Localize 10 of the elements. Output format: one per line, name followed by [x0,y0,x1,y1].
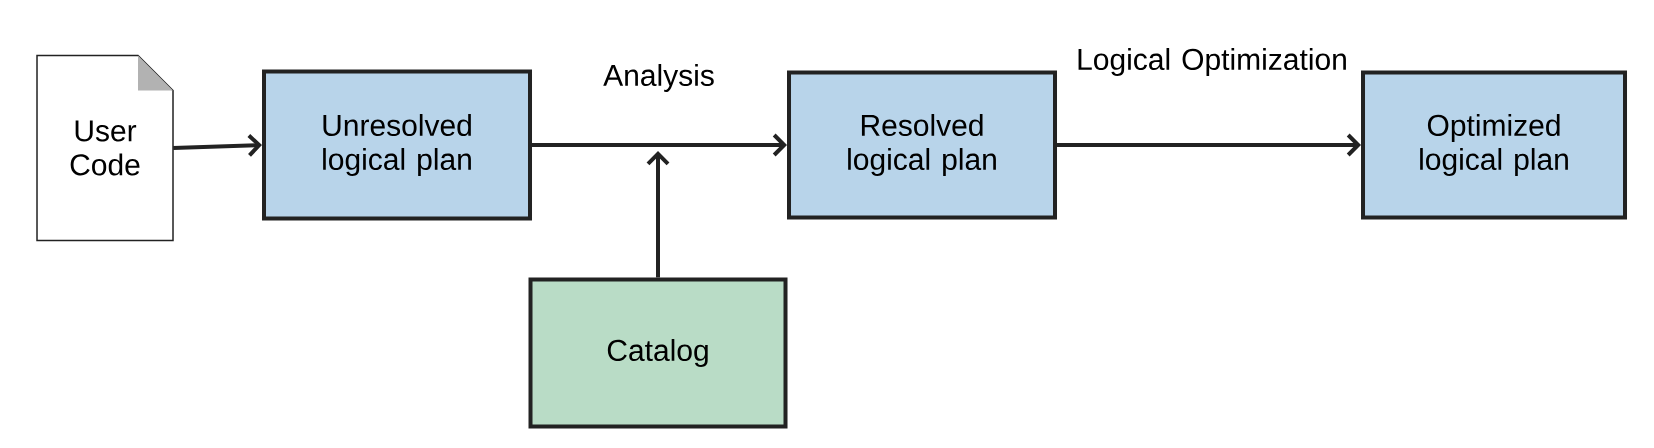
process-box: Optimized logical plan [1361,70,1627,220]
arrow [646,151,670,278]
process-box: Unresolved logical plan [262,69,532,221]
process-box: Resolved logical plan [787,70,1057,220]
arrow [1057,133,1361,157]
edge-label: Logical Optimization [1078,48,1346,76]
edge-label: Analysis [603,64,714,92]
arrow [173,133,262,157]
process-box: Catalog [528,277,788,429]
arrow [532,133,787,157]
